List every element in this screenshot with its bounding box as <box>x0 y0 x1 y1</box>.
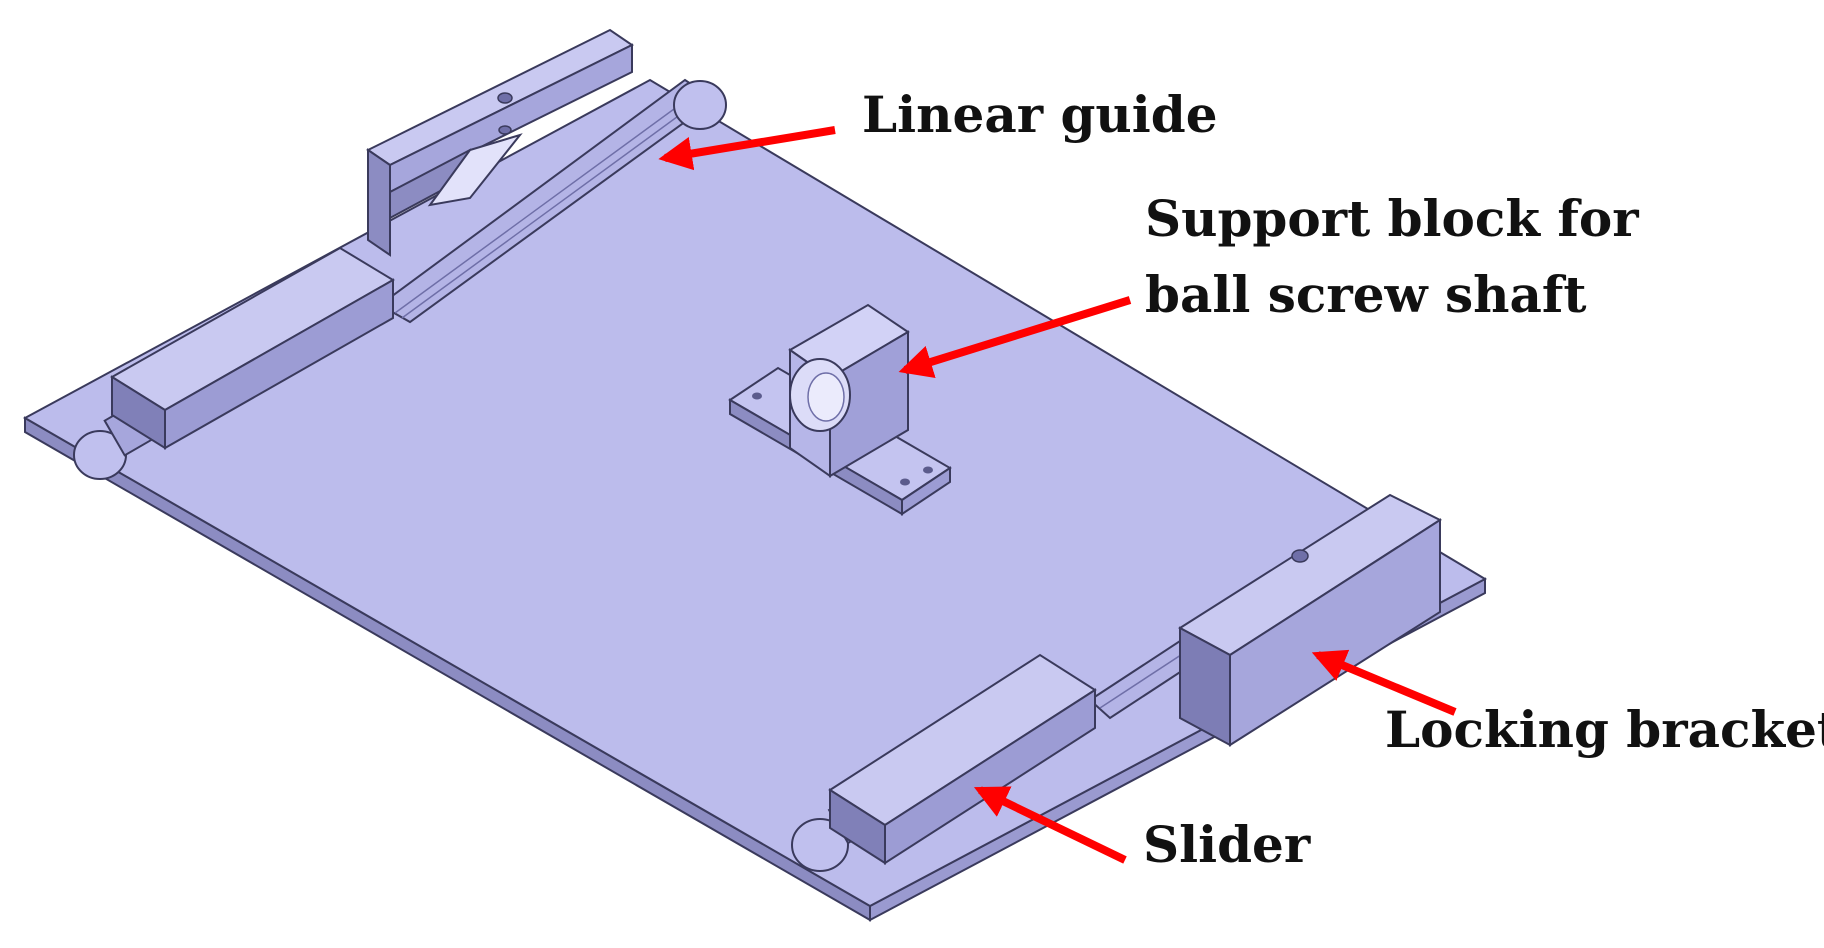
lower-locking-bracket <box>1178 493 1443 747</box>
support-block-label-line2: ball screw shaft <box>1145 265 1586 324</box>
upper-slider-block <box>110 246 395 450</box>
labels: Linear guide Support block for ball scre… <box>862 85 1824 874</box>
upper-locking-bracket <box>366 28 634 257</box>
callout-arrows <box>658 126 1457 864</box>
linear-guide-arrow <box>658 126 836 171</box>
slider-label: Slider <box>1143 815 1311 874</box>
support-block-label-line1: Support block for <box>1145 189 1639 248</box>
support-block-arrow <box>898 296 1132 379</box>
locking-bracket-label: Locking bracket <box>1385 700 1824 759</box>
lower-slider-block <box>828 653 1097 865</box>
linear-guide-label: Linear guide <box>862 85 1218 144</box>
lower-rail-assembly <box>791 493 1443 872</box>
support-block <box>728 303 952 516</box>
slider-arrow <box>973 786 1127 864</box>
locking-bracket-arrow <box>1311 649 1457 716</box>
upper-rail-assembly <box>73 28 727 480</box>
